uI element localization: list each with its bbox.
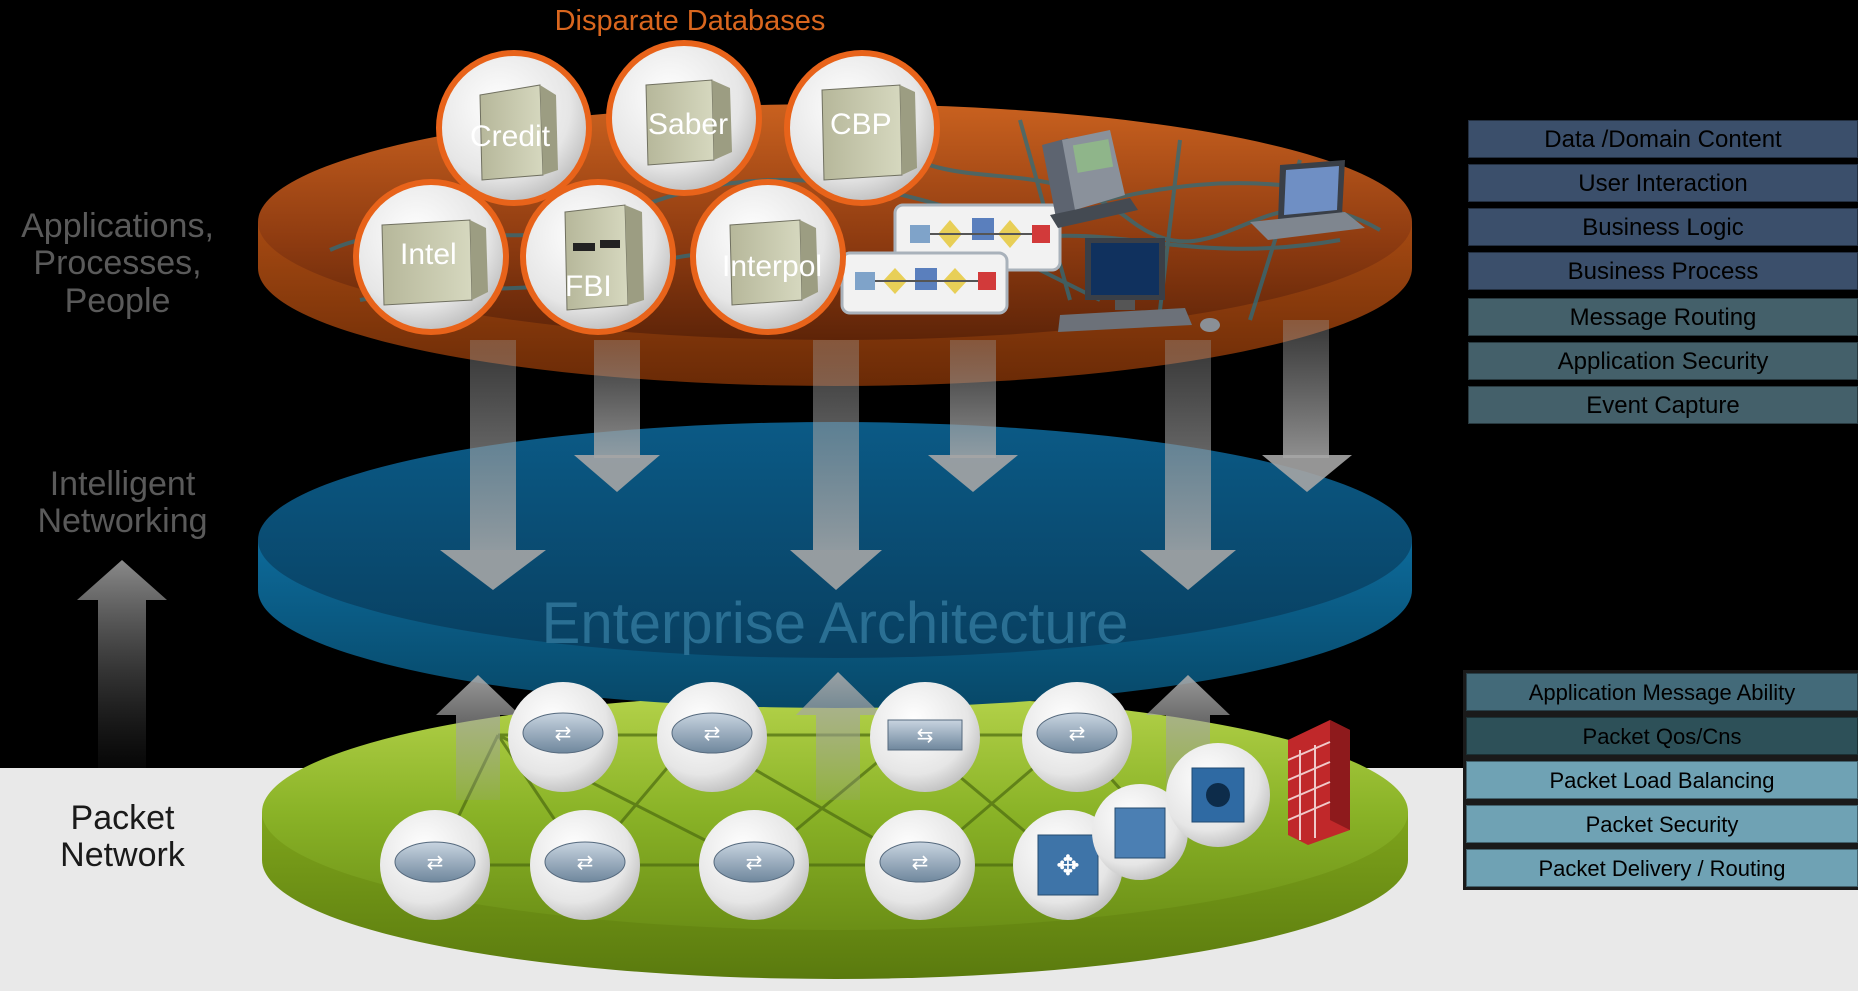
db-label-cbp: CBP — [830, 108, 892, 141]
server-icon — [479, 84, 558, 181]
subtitle-disparate-databases: Disparate Databases — [554, 5, 826, 37]
laptop-icon — [1250, 160, 1365, 240]
arrow-icon — [77, 560, 167, 768]
layer-business-logic: Business Logic — [1468, 208, 1858, 246]
db-label-interpol: Interpol — [722, 250, 823, 283]
label-line: Network — [60, 836, 185, 875]
database-bubble-cbp — [784, 50, 940, 206]
server-icon — [381, 219, 488, 306]
svg-text:⇄: ⇄ — [912, 850, 929, 874]
label-line: Processes, — [33, 244, 202, 283]
server-icon — [564, 204, 644, 311]
router-icon: ⇄ — [508, 682, 618, 792]
label-line: Applications, — [21, 207, 214, 245]
svg-text:✥: ✥ — [1056, 849, 1079, 882]
server-icon — [821, 84, 917, 181]
svg-text:⇄: ⇄ — [577, 850, 594, 874]
intelligent-networking-disc — [258, 422, 1412, 708]
load-balancer-icon — [1166, 743, 1270, 847]
label-line: People — [64, 281, 171, 320]
router-icon: ⇄ — [1022, 682, 1132, 792]
router-icon: ⇄ — [865, 810, 975, 920]
firewall-icon — [1287, 720, 1350, 845]
svg-text:⇆: ⇆ — [917, 723, 934, 747]
workflow-icon — [893, 203, 1062, 272]
enterprise-architecture-title: Enterprise Architecture — [541, 591, 1129, 656]
router-icon: ⇄ — [380, 810, 490, 920]
arrow-icon — [436, 672, 1230, 800]
database-bubble-intel — [353, 179, 509, 335]
load-balancer-icon: ✥ — [1013, 810, 1123, 920]
server-icon — [645, 79, 732, 166]
layer-user-interaction: User Interaction — [1468, 164, 1858, 202]
layer-packet-delivery-routing: Packet Delivery / Routing — [1466, 849, 1858, 887]
layer-message-routing: Message Routing — [1468, 298, 1858, 336]
layer-data-domain-content: Data /Domain Content — [1468, 120, 1858, 158]
svg-text:⇄: ⇄ — [427, 850, 444, 874]
load-balancer-icon — [1092, 784, 1188, 880]
label-packet-network: Packet Network — [0, 799, 245, 875]
svg-text:⇄: ⇄ — [555, 721, 572, 745]
db-label-fbi: FBI — [565, 270, 612, 303]
layer-packet-qos-cns: Packet Qos/Cns — [1466, 717, 1858, 755]
database-bubble-interpol — [690, 179, 846, 335]
db-label-saber: Saber — [648, 108, 729, 141]
svg-text:⇄: ⇄ — [704, 721, 721, 745]
arrow-icon — [440, 320, 1352, 590]
layer-packet-load-balancing: Packet Load Balancing — [1466, 761, 1858, 799]
switch-icon: ⇆ — [870, 682, 980, 792]
layer-application-message-ability: Application Message Ability — [1466, 673, 1858, 711]
db-label-intel: Intel — [400, 238, 457, 271]
database-bubble-credit — [436, 50, 592, 206]
ip-phone-icon — [1042, 130, 1138, 228]
label-line: Intelligent — [49, 465, 196, 503]
workflow-icon — [840, 251, 1009, 315]
svg-text:⇄: ⇄ — [746, 850, 763, 874]
layer-application-security: Application Security — [1468, 342, 1858, 380]
database-bubble-saber — [606, 40, 762, 196]
router-icon: ⇄ — [530, 810, 640, 920]
svg-text:⇄: ⇄ — [1069, 721, 1086, 745]
router-icon: ⇄ — [699, 810, 809, 920]
layer-packet-security: Packet Security — [1466, 805, 1858, 843]
label-line: Packet — [70, 799, 175, 837]
db-label-credit: Credit — [470, 120, 551, 153]
database-bubble-fbi — [520, 179, 676, 335]
layer-business-process: Business Process — [1468, 252, 1858, 290]
router-icon: ⇄ — [657, 682, 767, 792]
server-icon — [729, 219, 818, 306]
label-line: Networking — [37, 502, 208, 541]
desktop-computer-icon — [1058, 238, 1220, 332]
label-intelligent-networking: Intelligent Networking — [0, 465, 245, 541]
label-applications: Applications, Processes, People — [0, 207, 235, 320]
layer-event-capture: Event Capture — [1468, 386, 1858, 424]
